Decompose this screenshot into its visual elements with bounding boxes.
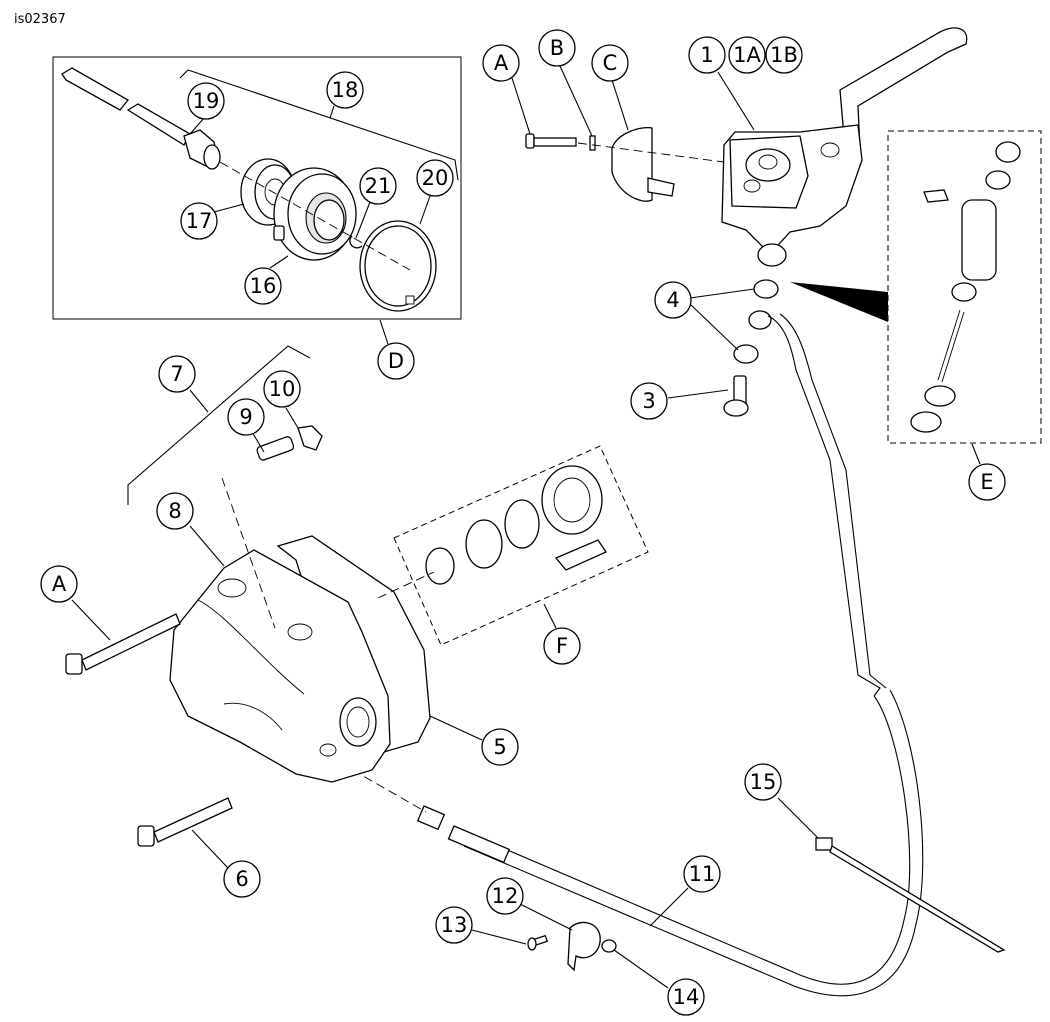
svg-text:15: 15	[750, 770, 777, 794]
inset-axis-line	[219, 161, 411, 271]
part-a-long-bolt	[65, 613, 181, 675]
part-6-bolt	[137, 797, 233, 847]
part-4-washers	[733, 279, 779, 364]
svg-text:F: F	[556, 634, 568, 658]
part-21-clip	[349, 235, 363, 249]
callout-d: D	[377, 342, 415, 380]
callout-17: 17	[180, 202, 218, 240]
svg-text:3: 3	[642, 389, 655, 413]
svg-text:7: 7	[170, 362, 183, 386]
leader-lines	[71, 65, 981, 989]
part-15-cable-tie	[815, 837, 1006, 953]
svg-text:11: 11	[689, 862, 716, 886]
part-8-clutch-cover	[169, 549, 391, 783]
svg-text:10: 10	[269, 377, 296, 401]
part-13-screw	[527, 934, 548, 951]
svg-text:A: A	[52, 572, 67, 596]
callout-1b: 1B	[765, 36, 803, 74]
part-3-banjo-bolt	[723, 375, 749, 417]
svg-text:1A: 1A	[733, 43, 761, 67]
callout-5: 5	[481, 728, 519, 766]
callout-e: E	[968, 463, 1006, 501]
callout-c: C	[591, 44, 629, 82]
callout-1: 1	[688, 36, 726, 74]
inset-box-clutch-release	[52, 56, 462, 320]
svg-text:A: A	[494, 51, 509, 75]
svg-text:14: 14	[673, 985, 700, 1009]
callout-12: 12	[486, 877, 524, 915]
part-12-clamp	[567, 921, 601, 972]
axis-line-kit-f	[377, 571, 435, 599]
part-20-retaining-ring	[359, 220, 437, 312]
callout-16: 16	[244, 267, 282, 305]
callout-13: 13	[435, 906, 473, 944]
svg-text:18: 18	[332, 78, 359, 102]
svg-text:21: 21	[365, 174, 392, 198]
callout-14: 14	[667, 978, 705, 1016]
svg-text:6: 6	[235, 867, 248, 891]
part-b-washer	[589, 135, 596, 151]
axis-line-bleeder	[221, 477, 276, 629]
callout-6: 6	[223, 860, 261, 898]
svg-text:19: 19	[193, 89, 220, 113]
svg-text:20: 20	[422, 166, 449, 190]
callout-9: 9	[227, 398, 265, 436]
svg-text:B: B	[550, 36, 564, 60]
svg-text:1B: 1B	[770, 43, 798, 67]
svg-text:12: 12	[492, 884, 519, 908]
callout-20: 20	[416, 159, 454, 197]
part-19-pushrod	[61, 67, 221, 170]
svg-text:5: 5	[493, 735, 506, 759]
pointer-e	[790, 282, 888, 322]
part-16-release-plate	[273, 167, 357, 261]
figure-id: is02367	[14, 12, 66, 27]
callout-8: 8	[156, 492, 194, 530]
callout-3: 3	[630, 382, 668, 420]
part-11-hydraulic-line	[416, 310, 924, 997]
kit-e-parts	[910, 141, 1021, 433]
callout-f: F	[543, 627, 581, 665]
bracket-18	[179, 69, 459, 181]
callout-a-left: A	[40, 565, 78, 603]
callout-b: B	[538, 29, 576, 67]
svg-text:16: 16	[250, 274, 277, 298]
kit-f-parts	[425, 465, 607, 585]
bracket-7	[127, 345, 311, 505]
callout-10: 10	[263, 370, 301, 408]
svg-text:17: 17	[186, 209, 213, 233]
part-c-cover	[611, 126, 675, 202]
part-1-master-cylinder	[721, 27, 968, 267]
part-10-bleeder-cap	[297, 425, 323, 451]
callout-21: 21	[359, 167, 397, 205]
svg-text:C: C	[603, 51, 618, 75]
svg-text:E: E	[980, 470, 993, 494]
kit-box-e	[887, 130, 1042, 444]
svg-text:D: D	[388, 349, 404, 373]
callout-11: 11	[683, 855, 721, 893]
callout-18: 18	[326, 71, 364, 109]
svg-text:1: 1	[700, 43, 713, 67]
kit-box-f	[393, 445, 649, 646]
callout-7: 7	[158, 355, 196, 393]
svg-text:4: 4	[666, 288, 679, 312]
callout-15: 15	[744, 763, 782, 801]
callout-a-top: A	[482, 44, 520, 82]
part-a-top-screw	[525, 133, 577, 149]
callout-4: 4	[654, 281, 692, 319]
callout-1a: 1A	[728, 36, 766, 74]
part-14-nut	[601, 939, 617, 953]
svg-text:8: 8	[168, 499, 181, 523]
axis-line-top	[577, 142, 725, 163]
svg-text:9: 9	[239, 405, 252, 429]
part-9-bleeder	[256, 436, 295, 461]
svg-text:13: 13	[441, 913, 468, 937]
callout-19: 19	[187, 82, 225, 120]
